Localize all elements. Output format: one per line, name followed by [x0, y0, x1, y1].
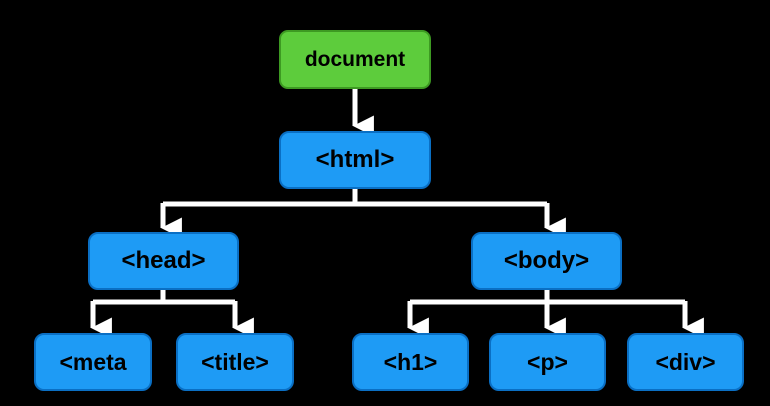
- node-h1: <h1>: [352, 333, 469, 391]
- node-document: document: [279, 30, 431, 89]
- node-div: <div>: [627, 333, 744, 391]
- node-meta: <meta: [34, 333, 152, 391]
- node-title: <title>: [176, 333, 294, 391]
- node-p: <p>: [489, 333, 606, 391]
- node-head: <head>: [88, 232, 239, 290]
- node-body: <body>: [471, 232, 622, 290]
- node-html: <html>: [279, 131, 431, 189]
